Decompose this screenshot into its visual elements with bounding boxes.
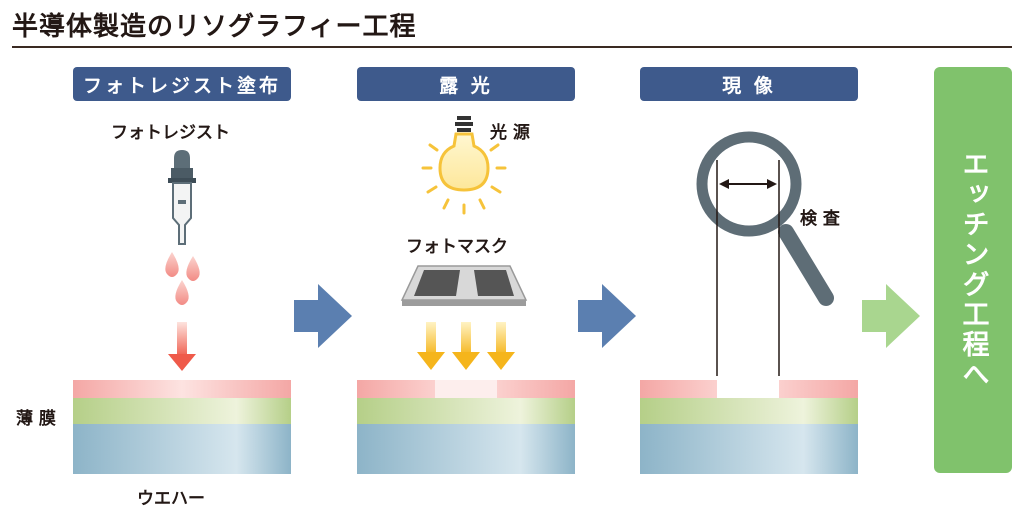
flow-arrow-icon [294, 284, 352, 348]
label-thin-film: 薄 膜 [16, 409, 56, 429]
photoresist-layer [73, 380, 291, 398]
etching-step-box: エッチング工程へ [934, 67, 1012, 473]
thin-film-layer [640, 398, 858, 424]
etching-step-label: エッチング工程へ [957, 150, 989, 390]
inspection-lines [716, 160, 780, 376]
drop-icon [175, 280, 189, 305]
label-inspection: 検 査 [800, 209, 840, 229]
flow-arrow-icon [862, 284, 920, 348]
flow-arrow-icon [578, 284, 636, 348]
label-photoresist: フォトレジスト [111, 123, 230, 143]
magnifier-icon [696, 131, 834, 306]
photoresist-layer [357, 380, 435, 398]
wafer-layer [73, 424, 291, 474]
wafer-layer [357, 424, 575, 474]
photomask-icon [400, 265, 528, 306]
light-bulb-icon [421, 116, 507, 215]
label-wafer: ウエハー [137, 489, 205, 509]
exposed-photoresist-region [435, 380, 497, 398]
page-title: 半導体製造のリソグラフィー工程 [12, 12, 417, 42]
label-photomask: フォトマスク [406, 237, 508, 257]
title-divider [12, 46, 1012, 48]
step-header-photoresist-coating: フォトレジスト塗布 [73, 67, 291, 101]
exposure-arrows-icon [417, 322, 515, 370]
photoresist-layer [779, 380, 858, 398]
photoresist-layer [640, 380, 717, 398]
coating-arrow-icon [168, 322, 196, 371]
step-header-development: 現 像 [640, 67, 858, 101]
wafer-layer [640, 424, 858, 474]
drop-icon [165, 252, 179, 277]
label-light-source: 光 源 [490, 123, 530, 143]
dropper-icon [168, 150, 196, 245]
photoresist-layer [497, 380, 575, 398]
step-header-exposure: 露 光 [357, 67, 575, 101]
thin-film-layer [73, 398, 291, 424]
drop-icon [186, 256, 200, 281]
thin-film-layer [357, 398, 575, 424]
